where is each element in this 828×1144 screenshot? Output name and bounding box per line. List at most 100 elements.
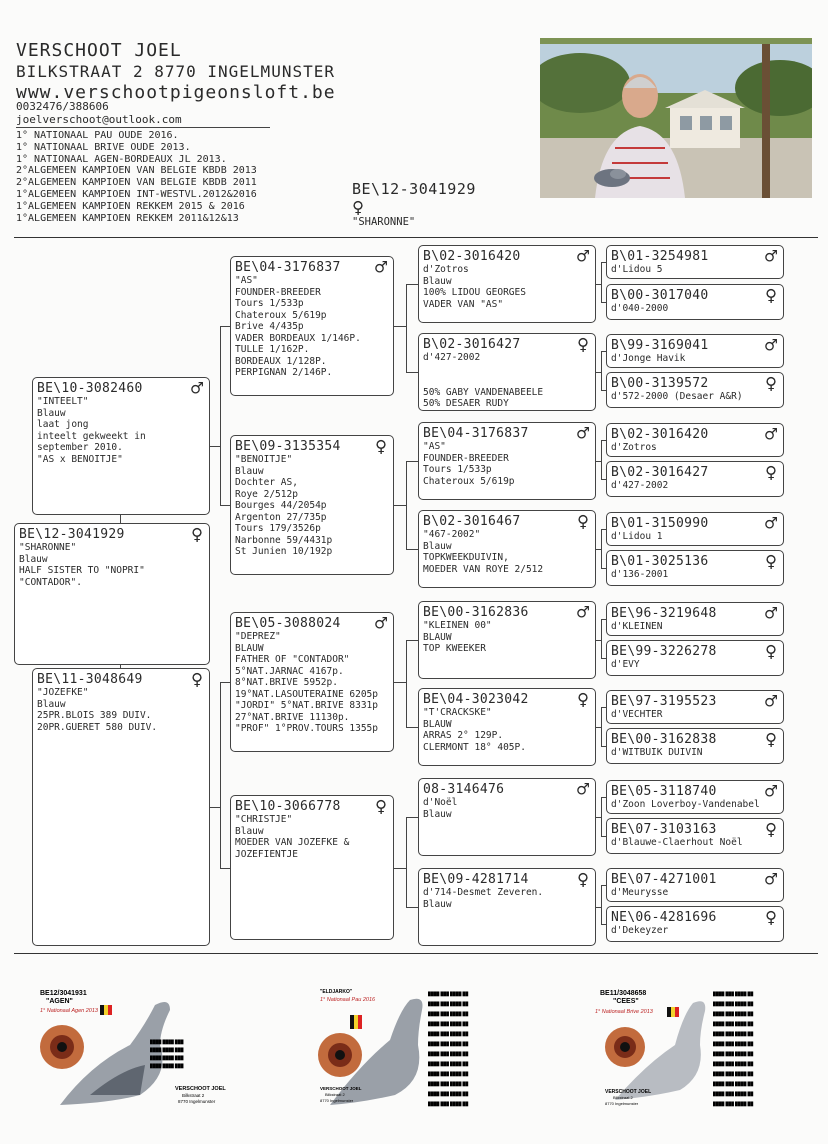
- female-icon: ♀: [576, 332, 589, 356]
- male-icon: ♂: [764, 779, 777, 803]
- connector-line: [220, 505, 230, 507]
- pedigree-line: BLAUW: [235, 642, 264, 654]
- svg-text:████ ███ ████ ██: ████ ███ ████ ██: [713, 1011, 753, 1017]
- ring-number: NE\06-4281696: [611, 910, 717, 925]
- pedigree-line: TULLE 1/162P.: [235, 344, 310, 355]
- svg-text:████ ███ ████ ██: ████ ███ ████ ██: [428, 1041, 468, 1047]
- card-name: "AGEN": [46, 998, 73, 1005]
- male-icon: ♂: [190, 376, 203, 400]
- title-item: 1° NATIONAAL BRIVE OUDE 2013.: [16, 141, 191, 153]
- male-icon: ♂: [576, 421, 589, 445]
- connector-line: [406, 461, 418, 463]
- male-icon: ♂: [764, 689, 777, 713]
- pedigree-line: 19°NAT.LASOUTERAINE 6205p: [235, 688, 378, 700]
- ring-number: BE\07-4271001: [611, 872, 717, 887]
- pedigree-line: d'Blauwe-Claerhout Noël: [611, 837, 743, 848]
- pedigree-line: VADER BORDEAUX 1/146P.: [235, 332, 361, 344]
- male-icon: ♂: [576, 244, 589, 268]
- female-icon: ♀: [374, 434, 387, 458]
- pedigree-line: ARRAS 2° 129P.: [423, 730, 504, 741]
- pedigree-box-g10: BE\99-3226278♀d'EVY: [606, 640, 784, 676]
- ring-number: B\02-3016427: [423, 337, 521, 352]
- pedigree-line: "T'CRACKSKE": [423, 707, 492, 718]
- card-title: 1° Nationaal Pau 2016: [320, 997, 376, 1003]
- svg-text:████ ███ ████ ██: ████ ███ ████ ██: [428, 991, 468, 997]
- ring-number: B\02-3016420: [611, 427, 709, 442]
- connector-line: [601, 262, 603, 302]
- pedigree-line: d'136-2001: [611, 569, 669, 580]
- card-city: 8770 Ingelmunster: [178, 1099, 216, 1104]
- card-ring: BE12/3041931: [40, 990, 87, 997]
- pedigree-line: "SHARONNE": [19, 542, 77, 553]
- pedigree-box-g13: BE\05-3118740♂d'Zoon Loverboy-Vandenabel: [606, 780, 784, 814]
- connector-line: [596, 284, 601, 286]
- pedigree-line: 20PR.GUERET 580 DUIV.: [37, 721, 158, 733]
- pedigree-line: d'VECHTER: [611, 709, 663, 720]
- pedigree-box-g6: B\02-3016427♀d'427-2002: [606, 461, 784, 497]
- female-icon: ♀: [764, 460, 777, 484]
- pedigree-box-g15: BE\07-4271001♂d'Meurysse: [606, 868, 784, 902]
- ring-number: BE\96-3219648: [611, 606, 717, 621]
- pedigree-line: d'Lidou 1: [611, 531, 663, 542]
- pedigree-box-ddd: BE\09-4281714♀d'714-Desmet Zeveren.Blauw: [418, 868, 596, 946]
- svg-text:████ ███ ████ ██: ████ ███ ████ ██: [713, 1091, 753, 1097]
- pedigree-line: 27°NAT.BRIVE 11130p.: [235, 711, 350, 723]
- pedigree-line: d'427-2002: [611, 480, 669, 491]
- ring-number: BE\09-3135354: [235, 439, 341, 454]
- connector-line: [394, 682, 406, 684]
- ring-number: B\99-3169041: [611, 338, 709, 353]
- connector-line: [601, 568, 606, 570]
- ring-number: BE\00-3162836: [423, 605, 529, 620]
- svg-text:████ ███ ████ ██: ████ ███ ████ ██: [428, 1021, 468, 1027]
- pedigree-line: d'572-2000 (Desaer A&R): [611, 391, 743, 402]
- connector-line: [406, 640, 408, 727]
- website-link[interactable]: www.verschootpigeonsloft.be: [16, 82, 336, 103]
- pedigree-line: d'Jonge Havik: [611, 353, 686, 364]
- connector-line: [394, 326, 406, 328]
- connector-line: [601, 619, 606, 621]
- female-icon: ♀: [576, 867, 589, 891]
- svg-text:████ ███ ████ ██: ████ ███ ████ ██: [713, 1041, 753, 1047]
- card-address: Bilkstraat 2: [325, 1092, 346, 1097]
- breeder-photo: [540, 38, 812, 198]
- pedigree-line: PERPIGNAN 2/146P.: [235, 367, 333, 378]
- female-icon: ♀: [764, 549, 777, 573]
- pedigree-line: FOUNDER-BREEDER: [423, 452, 509, 464]
- connector-line: [406, 461, 408, 549]
- pedigree-line: 25PR.BLOIS 389 DUIV.: [37, 710, 152, 721]
- ring-number: BE\04-3176837: [423, 426, 529, 441]
- pigeon-card-1: BE12/3041931 "AGEN" 1° Nationaal Agen 20…: [20, 985, 270, 1115]
- female-icon: ♀: [764, 283, 777, 307]
- ring-number: BE\12-3041929: [19, 527, 125, 542]
- pedigree-box-g1: B\01-3254981♂d'Lidou 5: [606, 245, 784, 279]
- pedigree-line: Brive 4/435p: [235, 321, 304, 332]
- connector-line: [596, 727, 601, 729]
- connector-line: [394, 867, 406, 869]
- female-icon: ♀: [352, 195, 365, 219]
- ring-number: B\00-3017040: [611, 288, 709, 303]
- pedigree-box-g14: BE\07-3103163♀d'Blauwe-Claerhout Noël: [606, 818, 784, 854]
- connector-line: [406, 907, 418, 909]
- pedigree-line: MOEDER VAN ROYE 2/512: [423, 563, 544, 575]
- pedigree-line: d'Meurysse: [611, 887, 669, 898]
- pedigree-line: 50% GABY VANDENABEELE: [423, 386, 544, 398]
- email-link[interactable]: joelverschoot@outlook.com: [16, 113, 270, 128]
- male-icon: ♂: [764, 511, 777, 535]
- pedigree-line: "INTEELT": [37, 396, 89, 407]
- svg-text:████ ███ ████ ██: ████ ███ ████ ██: [713, 1101, 753, 1107]
- connector-line: [601, 924, 606, 926]
- ring-number: BE\00-3162838: [611, 732, 717, 747]
- connector-line: [406, 817, 418, 819]
- pedigree-box-g4: B\00-3139572♀d'572-2000 (Desaer A&R): [606, 372, 784, 408]
- connector-line: [596, 549, 601, 551]
- female-icon: ♀: [374, 794, 387, 818]
- pedigree-line: JOZEFIENTJE: [235, 848, 298, 860]
- card-address: Bilkstraat 2: [182, 1093, 205, 1098]
- pedigree-line: d'427-2002: [423, 352, 481, 363]
- pedigree-line: "AS": [235, 275, 258, 286]
- pedigree-line: d'714-Desmet Zeveren.: [423, 887, 544, 898]
- card-name: "ELDJARKO": [320, 989, 353, 995]
